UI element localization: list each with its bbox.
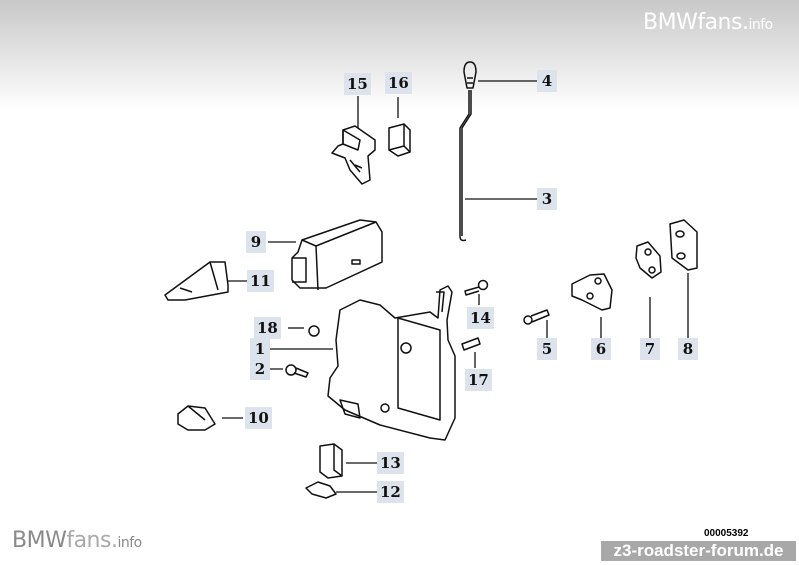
part-18-nut [308, 325, 320, 337]
part-4-lock-button [463, 61, 477, 89]
callout-17[interactable]: 17 [465, 369, 492, 391]
part-3-lock-rod [459, 90, 472, 242]
diagram-number: 00005392 [704, 528, 749, 539]
part-12-clip [305, 481, 337, 499]
callout-11[interactable]: 11 [247, 270, 274, 292]
callout-15[interactable]: 15 [344, 73, 371, 95]
callout-3[interactable]: 3 [537, 188, 557, 210]
forum-banner: z3-roadster-forum.de [601, 541, 796, 561]
callout-5[interactable]: 5 [537, 338, 557, 360]
part-13-pad [319, 443, 343, 479]
watermark-top: BMWfans.info [643, 10, 773, 35]
callout-18[interactable]: 18 [254, 317, 281, 339]
part-5-screw [523, 309, 550, 325]
callout-2[interactable]: 2 [250, 358, 270, 380]
watermark-top-suffix: info [748, 17, 773, 33]
watermark-top-main: BMWfans. [643, 10, 749, 35]
part-6-striker [571, 273, 613, 311]
watermark-bottom-prefix: BMW [12, 528, 67, 553]
callout-6[interactable]: 6 [591, 338, 611, 360]
callout-10[interactable]: 10 [245, 407, 272, 429]
part-17-bolt [461, 337, 481, 351]
callout-4[interactable]: 4 [537, 70, 557, 92]
part-10-clip [177, 405, 216, 431]
part-8-counter-plate [669, 219, 698, 271]
callout-7[interactable]: 7 [640, 338, 660, 360]
watermark-bottom-suffix: info [117, 535, 142, 551]
leader-lines [222, 80, 689, 493]
callout-8[interactable]: 8 [678, 338, 698, 360]
callout-14[interactable]: 14 [467, 307, 494, 329]
part-2-screw [285, 364, 309, 378]
part-16-block [388, 123, 411, 157]
watermark-bottom-middle: fans. [66, 528, 118, 553]
part-9-actuator [291, 219, 383, 291]
callout-16[interactable]: 16 [385, 72, 412, 94]
watermark-bottom: BMWfans.info [12, 528, 142, 553]
callout-1[interactable]: 1 [250, 338, 270, 360]
part-11-cover [164, 261, 229, 301]
part-7-shim-plate [635, 241, 662, 279]
part-1-door-lock [327, 285, 456, 441]
callout-12[interactable]: 12 [377, 481, 404, 503]
callout-13[interactable]: 13 [377, 452, 404, 474]
callout-9[interactable]: 9 [246, 231, 266, 253]
part-14-screw [464, 279, 489, 296]
part-15-rod-holder [331, 125, 376, 185]
